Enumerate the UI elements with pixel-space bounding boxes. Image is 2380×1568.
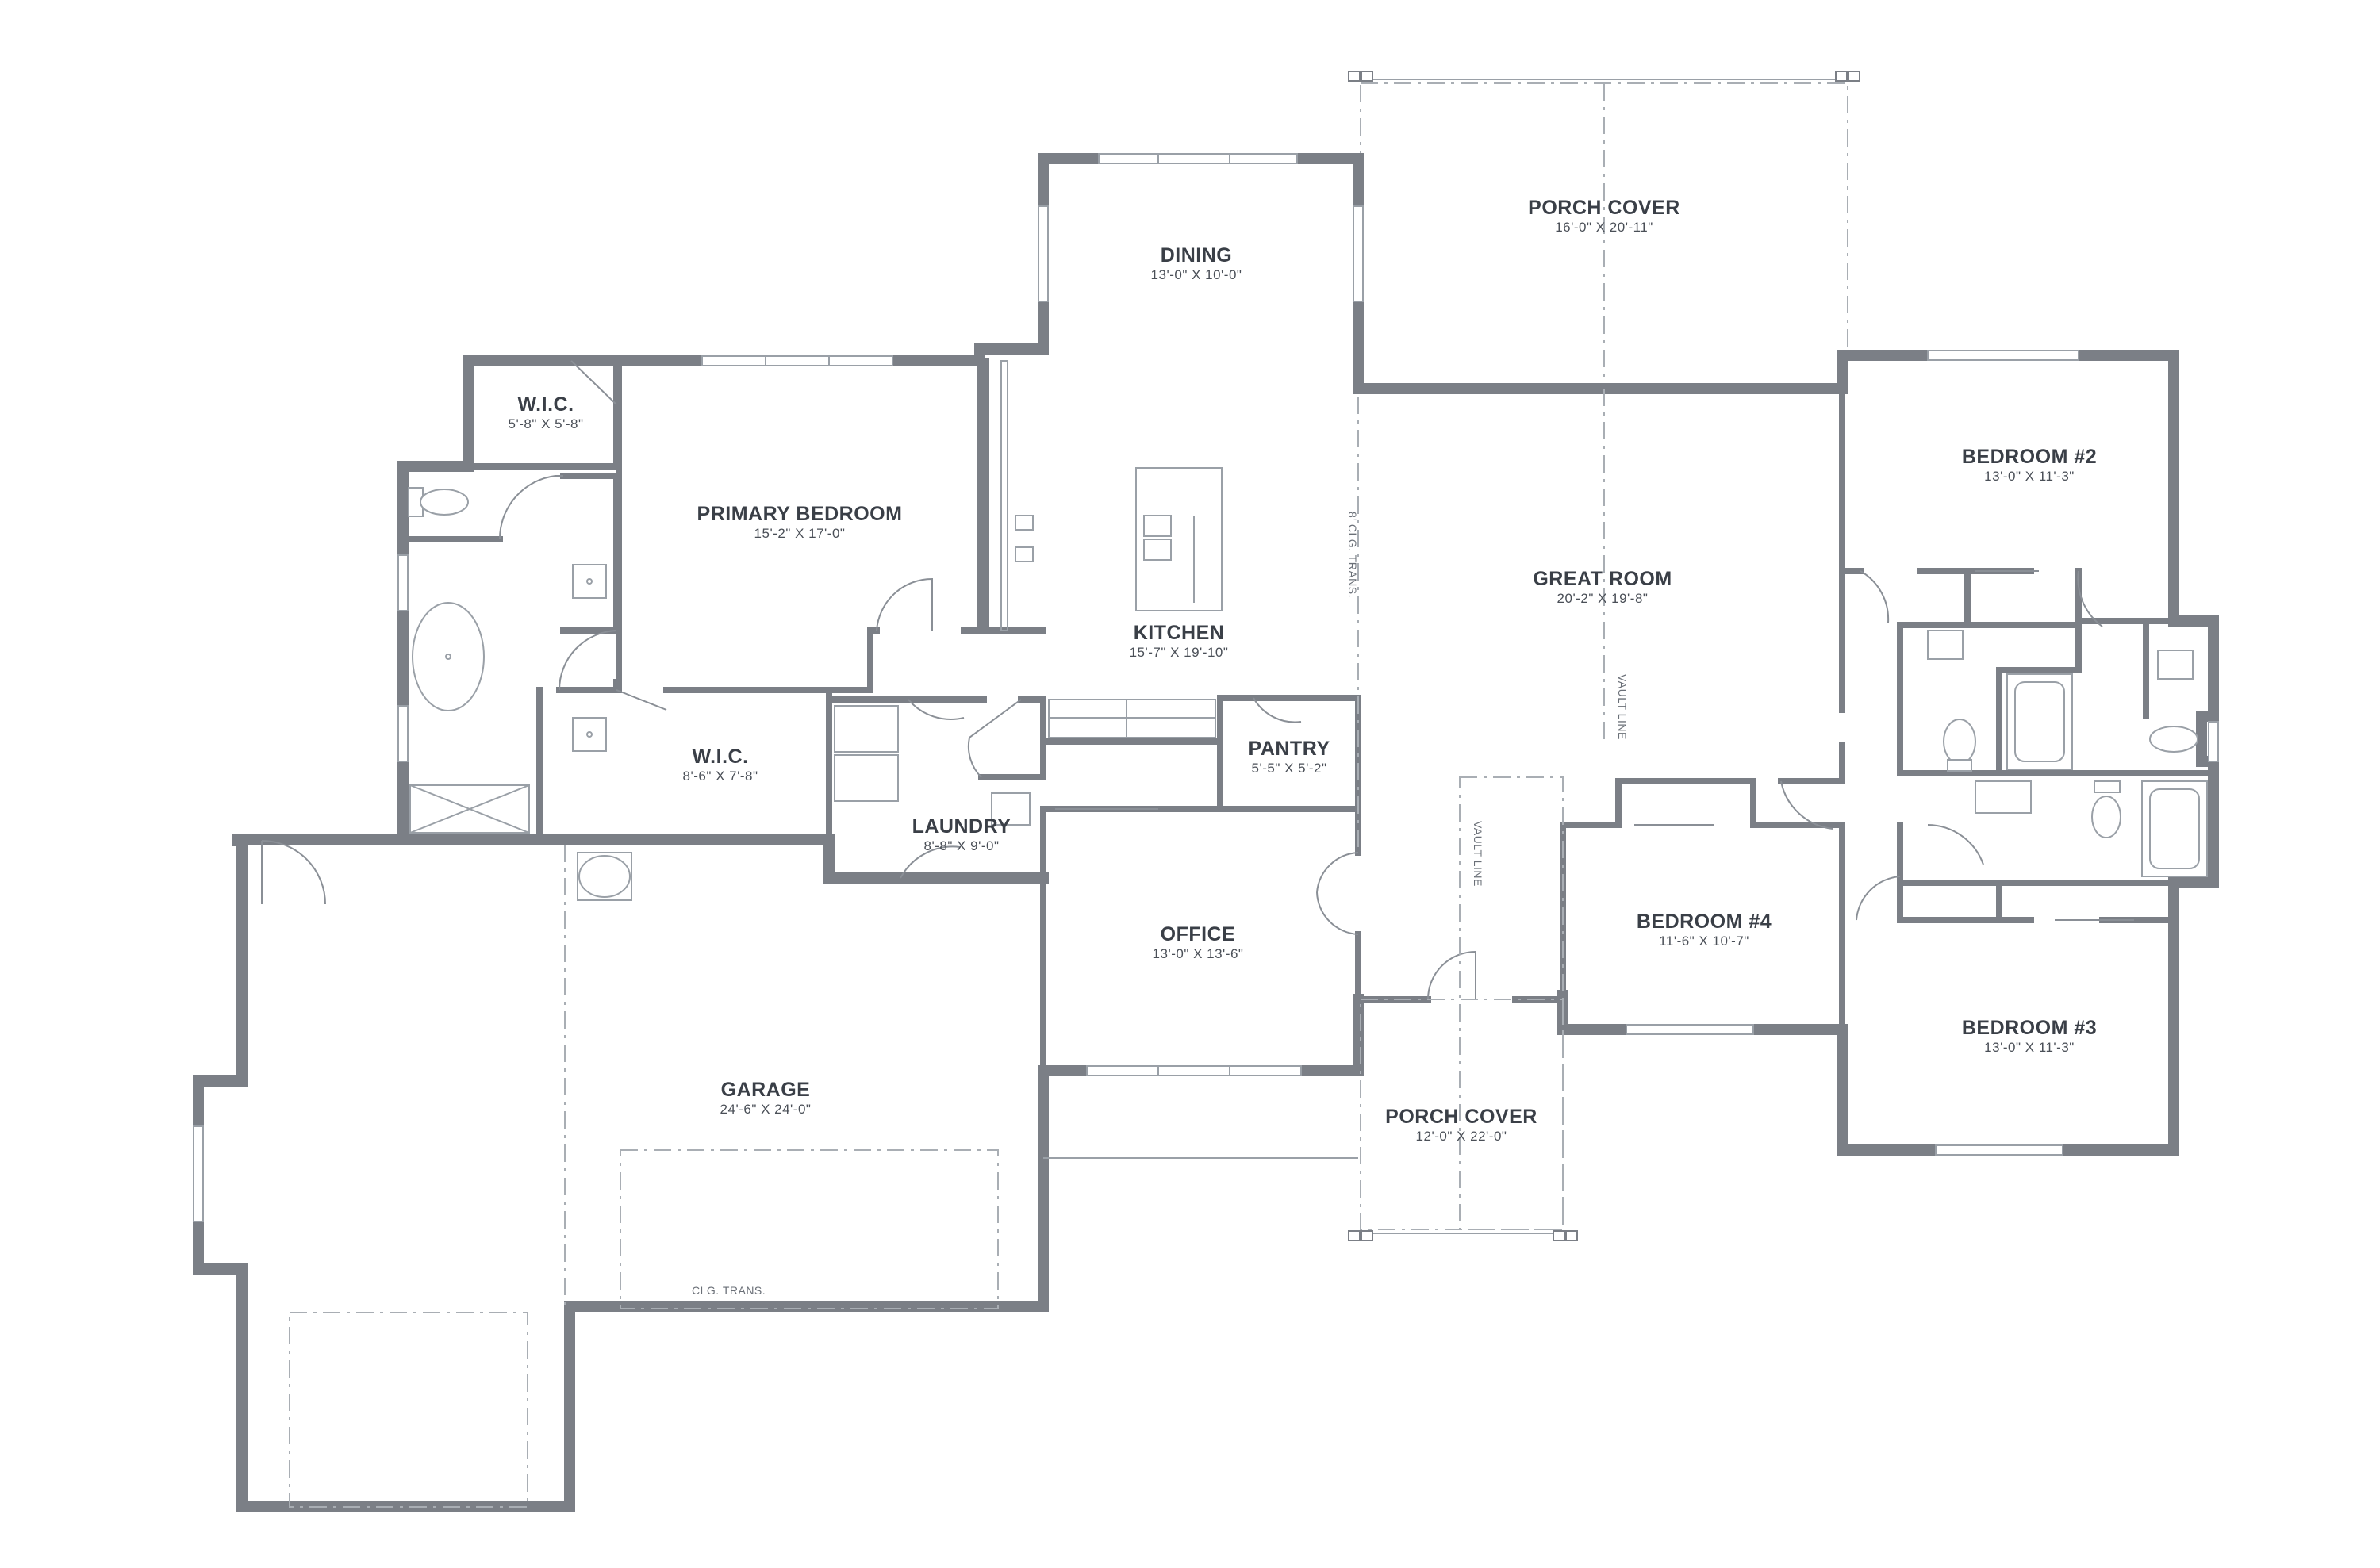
- room-office-name: OFFICE: [1161, 923, 1236, 945]
- room-pantry-dim: 5'-5" X 5'-2": [1252, 761, 1327, 776]
- room-primary-bedroom-name: PRIMARY BEDROOM: [697, 503, 903, 525]
- room-wic-hall-dim: 8'-6" X 7'-8": [683, 769, 758, 784]
- room-bedroom3-dim: 13'-0" X 11'-3": [1984, 1040, 2075, 1055]
- room-bedroom2-name: BEDROOM #2: [1962, 446, 2097, 468]
- room-great-room-name: GREAT ROOM: [1533, 568, 1672, 590]
- room-pantry-name: PANTRY: [1249, 738, 1330, 760]
- room-dining-name: DINING: [1161, 244, 1233, 266]
- plan-notes: 8' CLG. TRANS. VAULT LINE VAULT LINE CLG…: [692, 512, 1629, 1297]
- room-laundry-dim: 8'-8" X 9'-0": [924, 838, 1000, 853]
- room-kitchen-dim: 15'-7" X 19'-10": [1130, 645, 1229, 660]
- ceiling-lines: [289, 389, 1605, 1508]
- note-vault-line-porch: VAULT LINE: [1472, 821, 1484, 887]
- room-primary-bedroom-dim: 15'-2" X 17'-0": [754, 526, 846, 541]
- room-dining-dim: 13'-0" X 10'-0": [1151, 267, 1242, 282]
- room-bedroom4-name: BEDROOM #4: [1637, 911, 1772, 933]
- room-garage-dim: 24'-6" X 24'-0": [720, 1102, 812, 1117]
- room-laundry-name: LAUNDRY: [912, 815, 1012, 838]
- room-porch-cover-front-dim: 12'-0" X 22'-0": [1416, 1129, 1507, 1144]
- room-bedroom3-name: BEDROOM #3: [1962, 1017, 2097, 1039]
- room-bedroom2-dim: 13'-0" X 11'-3": [1984, 469, 2075, 484]
- room-porch-cover-front-name: PORCH COVER: [1385, 1106, 1537, 1128]
- room-garage-name: GARAGE: [721, 1079, 811, 1101]
- note-vault-line-great: VAULT LINE: [1616, 674, 1629, 740]
- room-wic-hall-name: W.I.C.: [692, 746, 748, 768]
- doors: [261, 360, 2134, 1000]
- room-porch-cover-rear-dim: 16'-0" X 20'-11": [1555, 220, 1653, 235]
- room-wic-primary-name: W.I.C.: [517, 393, 574, 416]
- room-office-dim: 13'-0" X 13'-6": [1153, 946, 1244, 961]
- room-kitchen-name: KITCHEN: [1134, 622, 1225, 644]
- room-labels: PORCH COVER 16'-0" X 20'-11" DINING 13'-…: [509, 197, 2097, 1144]
- windows: [193, 153, 2219, 1222]
- freestanding-tub: [412, 602, 485, 711]
- room-porch-cover-rear-name: PORCH COVER: [1528, 197, 1680, 219]
- note-clg-trans-garage: CLG. TRANS.: [692, 1284, 766, 1297]
- room-great-room-dim: 20'-2" X 19'-8": [1557, 591, 1649, 606]
- room-bedroom4-dim: 11'-6" X 10'-7": [1659, 934, 1749, 949]
- note-clg-trans-8: 8' CLG. TRANS.: [1346, 512, 1359, 598]
- fixtures: [408, 360, 2208, 901]
- interior-walls: [400, 352, 2217, 1074]
- room-wic-primary-dim: 5'-8" X 5'-8": [509, 416, 584, 431]
